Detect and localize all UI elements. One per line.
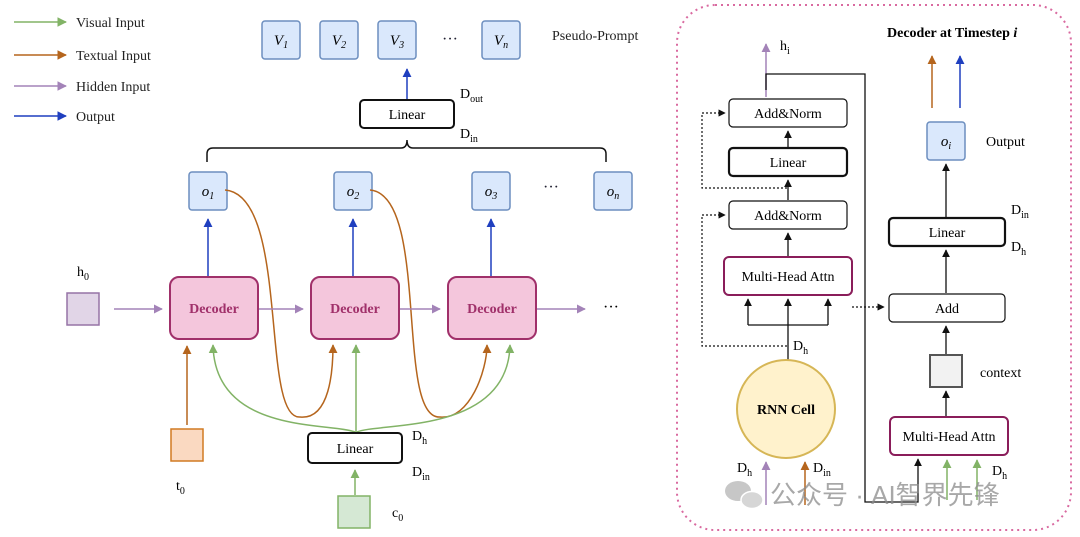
top-linear-block: Linear: [359, 99, 455, 129]
legend-output-label: Output: [76, 110, 115, 125]
legend-hidden-label: Hidden Input: [76, 80, 150, 95]
svg-text:o3: o3: [485, 184, 498, 202]
o2-to-decoder3-curve: [369, 189, 492, 418]
t0-box: [170, 428, 204, 462]
mha-bottom-label: Multi-Head Attn: [903, 430, 996, 445]
add-norm-top-block: Add&Norm: [728, 98, 848, 128]
add-norm-top-label: Add&Norm: [754, 107, 822, 122]
legend: Visual Input Textual Input Hidden Input …: [14, 16, 151, 125]
rnn-cell-label: RNN Cell: [757, 403, 815, 418]
mha-bottom-block: Multi-Head Attn: [889, 416, 1009, 456]
svg-text:o1: o1: [202, 184, 215, 202]
svg-text:o2: o2: [347, 184, 360, 202]
o-bracket: [206, 139, 607, 162]
o-token-n: on: [593, 171, 633, 211]
output-column: oi Output Linear Din Dh Add context Mult…: [887, 121, 1029, 482]
add-label: Add: [935, 302, 959, 317]
d-out-label: Dout: [460, 87, 483, 105]
svg-text:V1: V1: [274, 33, 288, 51]
decoder-row: Decoder Decoder Decoder: [169, 276, 537, 340]
decoder-1-label: Decoder: [189, 302, 239, 317]
decoder-3-label: Decoder: [467, 302, 517, 317]
linear-to-decoder3-visual: [356, 344, 515, 433]
linear-mid-block: Linear: [727, 146, 849, 178]
o1-to-decoder2-curve: [224, 189, 338, 418]
legend-hidden: Hidden Input: [14, 80, 150, 95]
pseudo-prompt-row: V1 V2 V3 ··· Vn Pseudo-Prompt: [261, 20, 638, 60]
o-token-3: o3: [471, 171, 511, 211]
decoder-2: Decoder: [310, 276, 400, 340]
h0-label: h0: [77, 265, 89, 283]
c0-label: c0: [392, 506, 403, 524]
d-h-bottom-label: Dh: [412, 429, 427, 447]
d-h-input-label: Dh: [737, 461, 752, 479]
o-token-2: o2: [333, 171, 373, 211]
c0-box: [337, 495, 371, 529]
svg-text:V3: V3: [390, 33, 404, 51]
d-h-mha-label: Dh: [992, 464, 1007, 482]
watermark-text: 公众号 · AI智界先锋: [770, 480, 1000, 510]
v-token-3: V3: [377, 20, 417, 60]
context-label: context: [980, 366, 1021, 381]
bottom-linear-block: Linear: [307, 432, 403, 464]
o-token-row: o1 o2 o3 ··· on: [188, 171, 633, 211]
hi-label: hi: [780, 39, 790, 57]
v-token-2: V2: [319, 20, 359, 60]
d-h-rnn-label: Dh: [793, 339, 808, 357]
o-token-1: o1: [188, 171, 228, 211]
svg-text:on: on: [607, 184, 620, 202]
t0-label: t0: [176, 479, 185, 497]
d-in-linear-label: Din: [1011, 203, 1029, 221]
hidden-to-mha-line: [765, 73, 922, 503]
svg-text:V2: V2: [332, 33, 346, 51]
watermark: 公众号 · AI智界先锋: [725, 480, 1000, 510]
linear-mid-label: Linear: [770, 156, 807, 171]
v-token-1: V1: [261, 20, 301, 60]
pseudo-prompt-label: Pseudo-Prompt: [552, 29, 638, 44]
timestep-panel-border: [676, 4, 1072, 531]
d-in-top-label: Din: [460, 127, 478, 145]
wechat-icon: [725, 481, 764, 510]
legend-visual: Visual Input: [14, 16, 145, 31]
v-token-n: Vn: [481, 20, 521, 60]
linear-to-decoder1-visual: [208, 344, 356, 433]
timestep-title: Decoder at Timestep i: [887, 26, 1017, 41]
add-norm-bottom-label: Add&Norm: [754, 209, 822, 224]
d-in-bottom-label: Din: [412, 465, 430, 483]
legend-textual: Textual Input: [14, 49, 151, 64]
linear-right-block: Linear: [887, 216, 1007, 248]
rnn-decoder-stack: Add&Norm Linear Add&Norm Multi-Head Attn: [723, 98, 853, 296]
legend-visual-label: Visual Input: [76, 16, 145, 31]
decoder-3: Decoder: [447, 276, 537, 340]
decoder-1: Decoder: [169, 276, 259, 340]
add-norm-bottom-block: Add&Norm: [728, 200, 848, 230]
d-in-input-label: Din: [813, 461, 831, 479]
legend-textual-label: Textual Input: [76, 49, 151, 64]
mha-top-label: Multi-Head Attn: [742, 270, 835, 285]
o-ellipsis: ···: [543, 179, 559, 196]
add-block: Add: [888, 293, 1006, 323]
bottom-linear-label: Linear: [337, 442, 374, 457]
decoder-ellipsis: ···: [603, 299, 619, 316]
d-h-linear-label: Dh: [1011, 240, 1026, 258]
output-label: Output: [986, 135, 1025, 150]
svg-text:Vn: Vn: [494, 33, 508, 51]
legend-output: Output: [14, 110, 115, 125]
rnn-split-lines: [748, 324, 828, 360]
decoder-2-label: Decoder: [330, 302, 380, 317]
mha-top-block: Multi-Head Attn: [723, 256, 853, 296]
h0-box: [66, 292, 100, 326]
v-ellipsis: ···: [442, 31, 458, 48]
linear-right-label: Linear: [929, 226, 966, 241]
top-linear-label: Linear: [389, 108, 426, 123]
context-box: [929, 354, 963, 388]
svg-text:oi: oi: [941, 134, 952, 152]
oi-token: oi: [926, 121, 966, 161]
rnn-cell-circle: [736, 359, 836, 459]
